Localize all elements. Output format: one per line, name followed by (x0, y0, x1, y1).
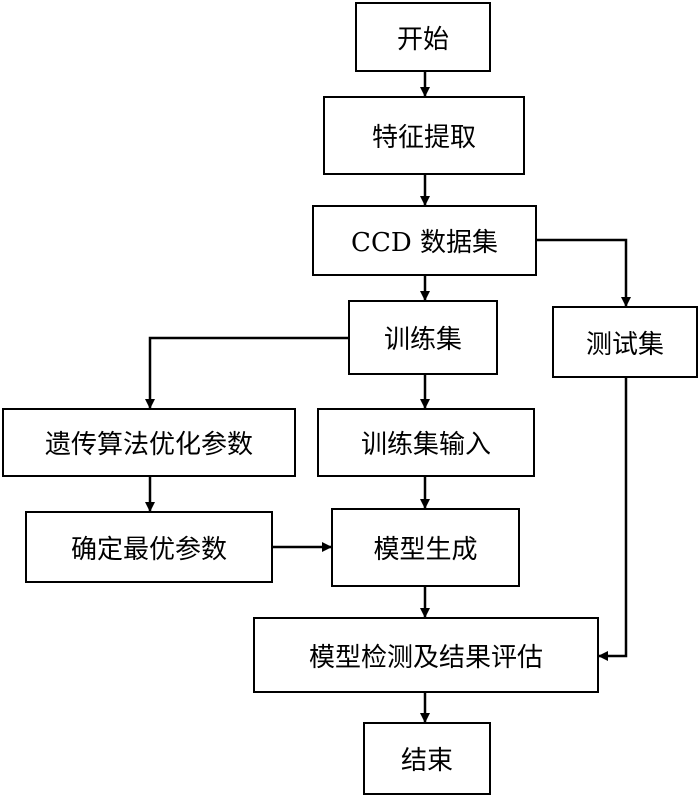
node-ga-optimization: 遗传算法优化参数 (2, 408, 296, 477)
node-training-input: 训练集输入 (317, 408, 535, 477)
node-ccd-dataset: CCD 数据集 (312, 205, 537, 276)
node-start: 开始 (355, 2, 491, 72)
node-model-evaluation: 模型检测及结果评估 (253, 617, 599, 693)
node-test-set: 测试集 (552, 306, 698, 378)
node-end: 结束 (363, 722, 491, 795)
node-feature-extraction: 特征提取 (323, 96, 525, 175)
node-best-params: 确定最优参数 (25, 511, 273, 583)
node-training-set: 训练集 (348, 300, 498, 375)
arrow-train-ga (145, 336, 348, 409)
arrow-test-eval (598, 378, 628, 661)
node-model-generation: 模型生成 (331, 508, 520, 587)
arrow-dataset-test (537, 238, 631, 307)
